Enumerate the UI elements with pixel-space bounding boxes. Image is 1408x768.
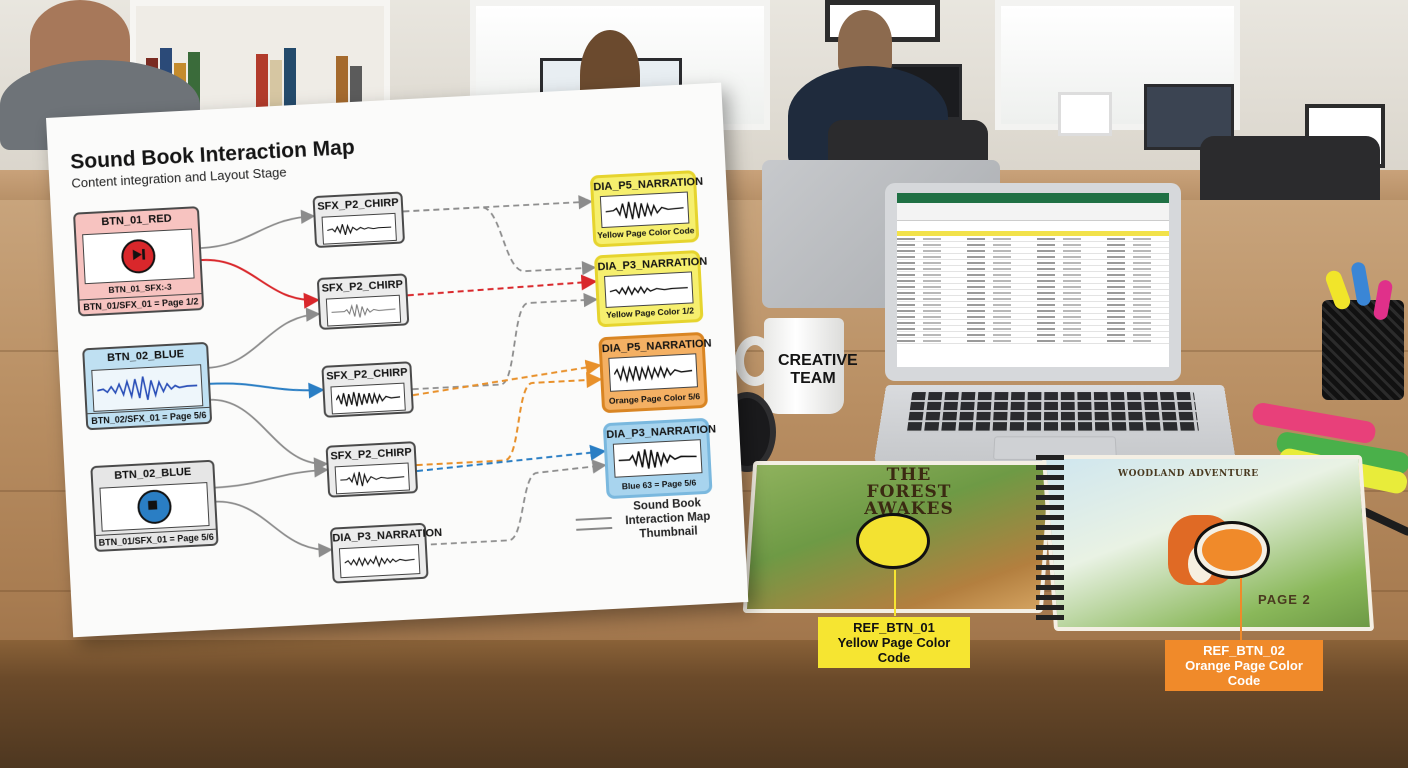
wire-m2-o2 [407,274,598,297]
photo-frame [1058,92,1112,136]
node-preview [99,482,210,532]
wire-btn1-m1 [200,209,316,249]
book-right-title: WOODLAND ADVENTURE [1118,469,1259,479]
play-next-icon [120,238,157,275]
waveform-icon [613,359,693,387]
waveform-icon [344,549,415,573]
node-sfx-p2-chirp-2[interactable]: SFX_P2_CHIRP [316,273,410,330]
ref-line [1240,578,1242,640]
node-sfx-p2-chirp-4[interactable]: SFX_P2_CHIRP [325,441,419,498]
node-footer: Blue 63 = Page 5/6 [621,477,697,492]
ref-line [894,570,896,616]
waveform-icon [97,369,199,406]
node-footer: Orange Page Color 5/6 [608,391,701,406]
waveform-icon [335,388,401,409]
person [838,10,892,74]
wire-btn3-m4 [213,463,329,489]
node-btn-02-blue-stop[interactable]: BTN_02_BLUE BTN_01/SFX_01 = Page 5/6 [90,459,219,553]
mug [764,318,844,414]
wire-m1-o1 [403,195,593,213]
mug-text: CREATIVE TEAM [778,352,858,387]
waveform-icon [618,444,697,472]
book-left-title: THE FOREST AWAKES [864,465,954,519]
wire-m3-o3 [412,359,602,397]
wire-m5-o4 [420,459,607,546]
spreadsheet [897,193,1169,367]
book-page-number: PAGE 2 [1258,592,1311,607]
node-btn-01-red[interactable]: BTN_01_RED BTN_01_SFX:-3 BTN_01/SFX_01 =… [72,206,205,317]
wire-btn3-m5 [214,500,333,558]
wire-btn2-m4 [208,398,329,472]
stop-icon [136,488,173,525]
node-dia-p3-narration-yellow[interactable]: DIA_P3_NARRATION Yellow Page Color 1/2 [593,249,708,328]
node-preview [599,191,690,229]
wire-btn2-m2 [207,307,321,369]
node-preview [608,353,698,392]
legend-text: Sound Book Interaction Map Thumbnail [625,497,711,541]
pen-cup [1322,300,1404,400]
node-sfx-p2-chirp-3[interactable]: SFX_P2_CHIRP [321,361,414,418]
node-preview [330,382,406,415]
node-preview [91,364,204,412]
wire-m4-o4 [416,444,607,473]
book-spiral [1036,455,1064,625]
storybook: THE FOREST AWAKES WOODLAND ADVENTURE PAG… [742,455,1375,635]
node-dia-p3-narration-mid[interactable]: DIA_P3_NARRATION [329,522,442,584]
wire-m1-o2 [403,206,597,276]
yellow-sound-button[interactable] [856,513,930,569]
waveform-icon [340,468,405,489]
node-preview [82,228,195,285]
node-preview [321,212,397,245]
node-preview [612,439,703,478]
wire-btn1-m2 [201,259,320,309]
node-preview [334,462,410,495]
laptop-screen [885,183,1181,381]
node-dia-p3-narration-blue[interactable]: DIA_P3_NARRATION Blue 63 = Page 5/6 [602,417,716,500]
node-dia-p5-narration-orange[interactable]: DIA_P5_NARRATION Orange Page Color 5/6 [598,331,712,414]
waveform-icon [331,300,396,321]
waveform-icon [609,277,688,303]
wire-btn2-m3 [208,382,325,399]
node-dia-p5-narration-yellow[interactable]: DIA_P5_NARRATION Yellow Page Color Code [589,170,703,248]
orange-sound-button[interactable] [1194,521,1270,579]
wire-m4-o3 [416,372,603,467]
node-preview [325,294,402,327]
node-sfx-p2-chirp-1[interactable]: SFX_P2_CHIRP [312,191,406,249]
connector-layer [200,195,607,558]
wire-m3-o2 [412,292,599,391]
node-preview [338,544,421,579]
waveform-icon [605,197,684,223]
waveform-icon [327,218,392,239]
ref-label-orange: REF_BTN_02 Orange Page Color Code [1165,640,1323,691]
ref-label-yellow: REF_BTN_01 Yellow Page Color Code [818,617,970,668]
node-btn-02-blue[interactable]: BTN_02_BLUE BTN_02/SFX_01 = Page 5/6 [82,341,213,431]
node-preview [604,271,694,308]
laptop-keyboard [873,385,1237,466]
interaction-map-sheet: Sound Book Interaction Map Content integ… [46,82,749,638]
